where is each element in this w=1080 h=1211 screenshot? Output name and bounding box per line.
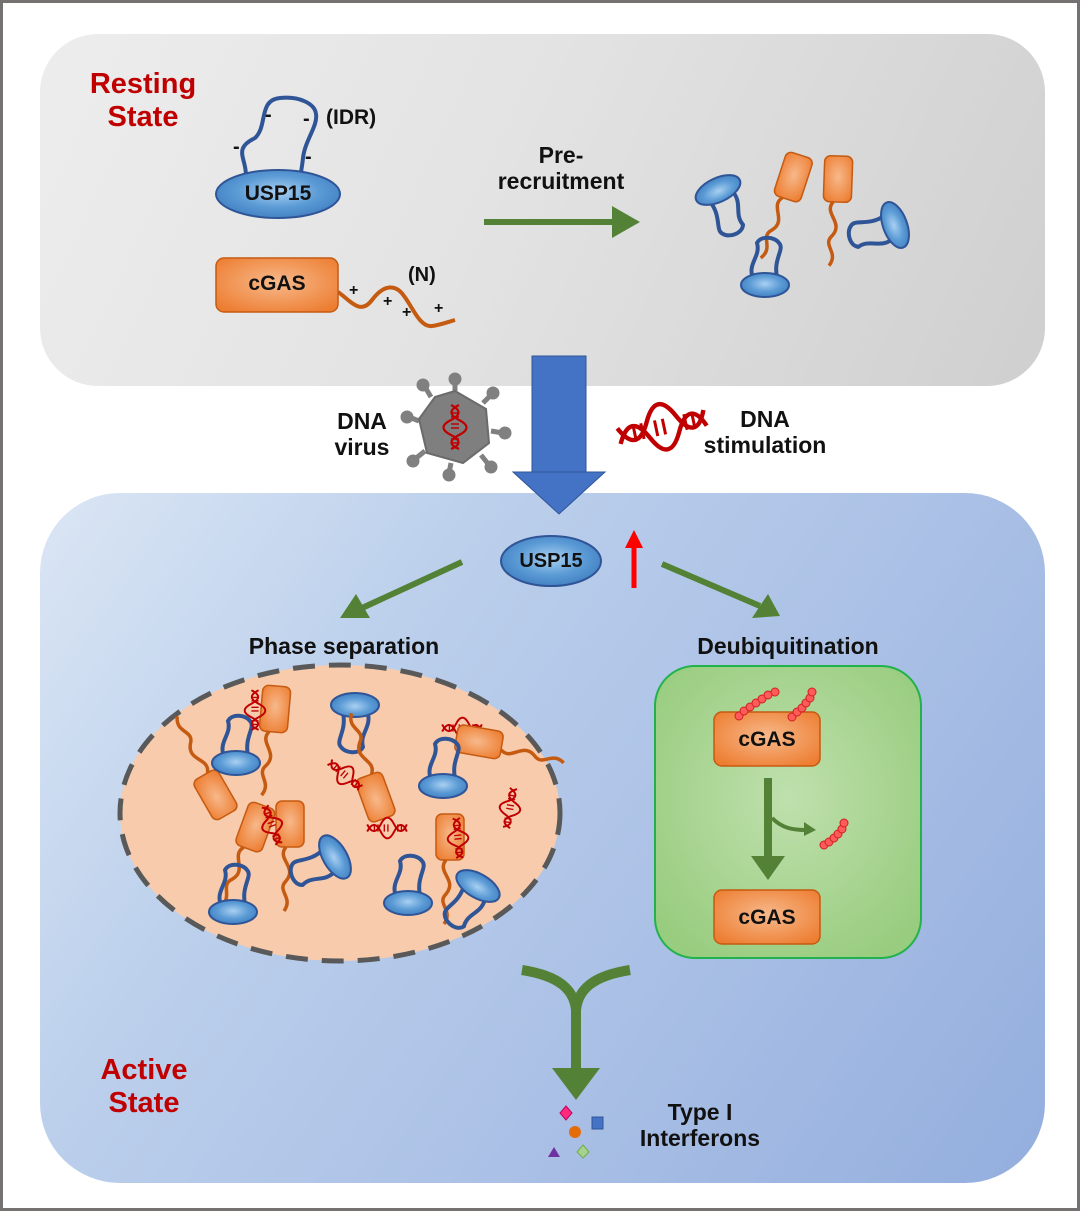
released-ubiquitin-chain-icon [819,818,849,850]
n-charge-4: + [434,300,444,317]
dna-virus-label: DNA virus [322,408,402,461]
resting-state-title-line1: Resting [89,68,197,100]
usp15-protein-resting [215,169,341,219]
upregulation-arrow-icon [625,530,643,588]
dna-stimulation-label: DNA stimulation [690,406,840,459]
usp15-idr-loop [240,95,319,183]
n-charge-3: + [402,304,412,321]
dna-virus-label-line1: DNA [337,408,387,434]
type-i-interferons-label-line1: Type I [667,1099,733,1125]
cgas-label-resting: cGAS [248,272,306,295]
cgas-label-deubiquitinated: cGAS [738,906,796,929]
dna-stimulation-label-line1: DNA [740,406,790,432]
usp15-label-active: USP15 [519,550,583,572]
phase-separation-title: Phase separation [248,633,440,659]
pre-recruitment-arrow [484,206,640,238]
cgas-ubiquitinated [713,711,821,767]
active-state-title: Active State [88,1054,200,1121]
type-i-interferons-label: Type I Interferons [624,1099,776,1152]
idr-domain-label: (IDR) [326,106,377,129]
branch-arrow-left [340,559,464,618]
idr-charge-3: - [233,136,240,158]
idr-charge-4: - [305,146,312,168]
resting-state-title: Resting State [84,68,202,135]
resting-state-panel [40,34,1045,386]
branch-arrow-right [660,561,780,618]
deubiquitination-arrow [751,778,816,880]
resting-state-title-line2: State [107,101,179,134]
cgas-label-ubiquitinated: cGAS [738,728,796,751]
idr-charge-2: - [303,108,310,130]
active-state-title-line1: Active [100,1054,188,1086]
deubiquitination-title: Deubiquitination [697,633,879,659]
usp15-protein-active [500,535,602,587]
idr-charge-1: - [265,104,272,126]
dna-virus-icon [400,372,512,482]
cgas-deubiquitinated [713,889,821,945]
pre-recruitment-label: Pre- recruitment [486,142,636,195]
active-state-title-line2: State [108,1087,180,1120]
merge-arrow [521,965,631,1100]
n-charge-1: + [349,282,359,299]
n-terminal-label: (N) [408,264,436,286]
n-charge-2: + [383,293,393,310]
pre-recruitment-label-line2: recruitment [497,168,625,195]
dna-stimulation-label-line2: stimulation [703,432,827,459]
pre-recruited-complex [689,149,917,299]
activation-arrow [511,355,607,515]
type-i-interferons-label-line2: Interferons [639,1125,761,1152]
usp15-label-resting: USP15 [244,182,312,205]
pre-recruitment-label-line1: Pre- [538,142,584,168]
ubiquitin-chain-icon [734,687,817,722]
cgas-protein-resting [215,257,456,329]
dna-virus-label-line2: virus [334,434,390,461]
interferon-molecules-icon [548,1105,604,1159]
